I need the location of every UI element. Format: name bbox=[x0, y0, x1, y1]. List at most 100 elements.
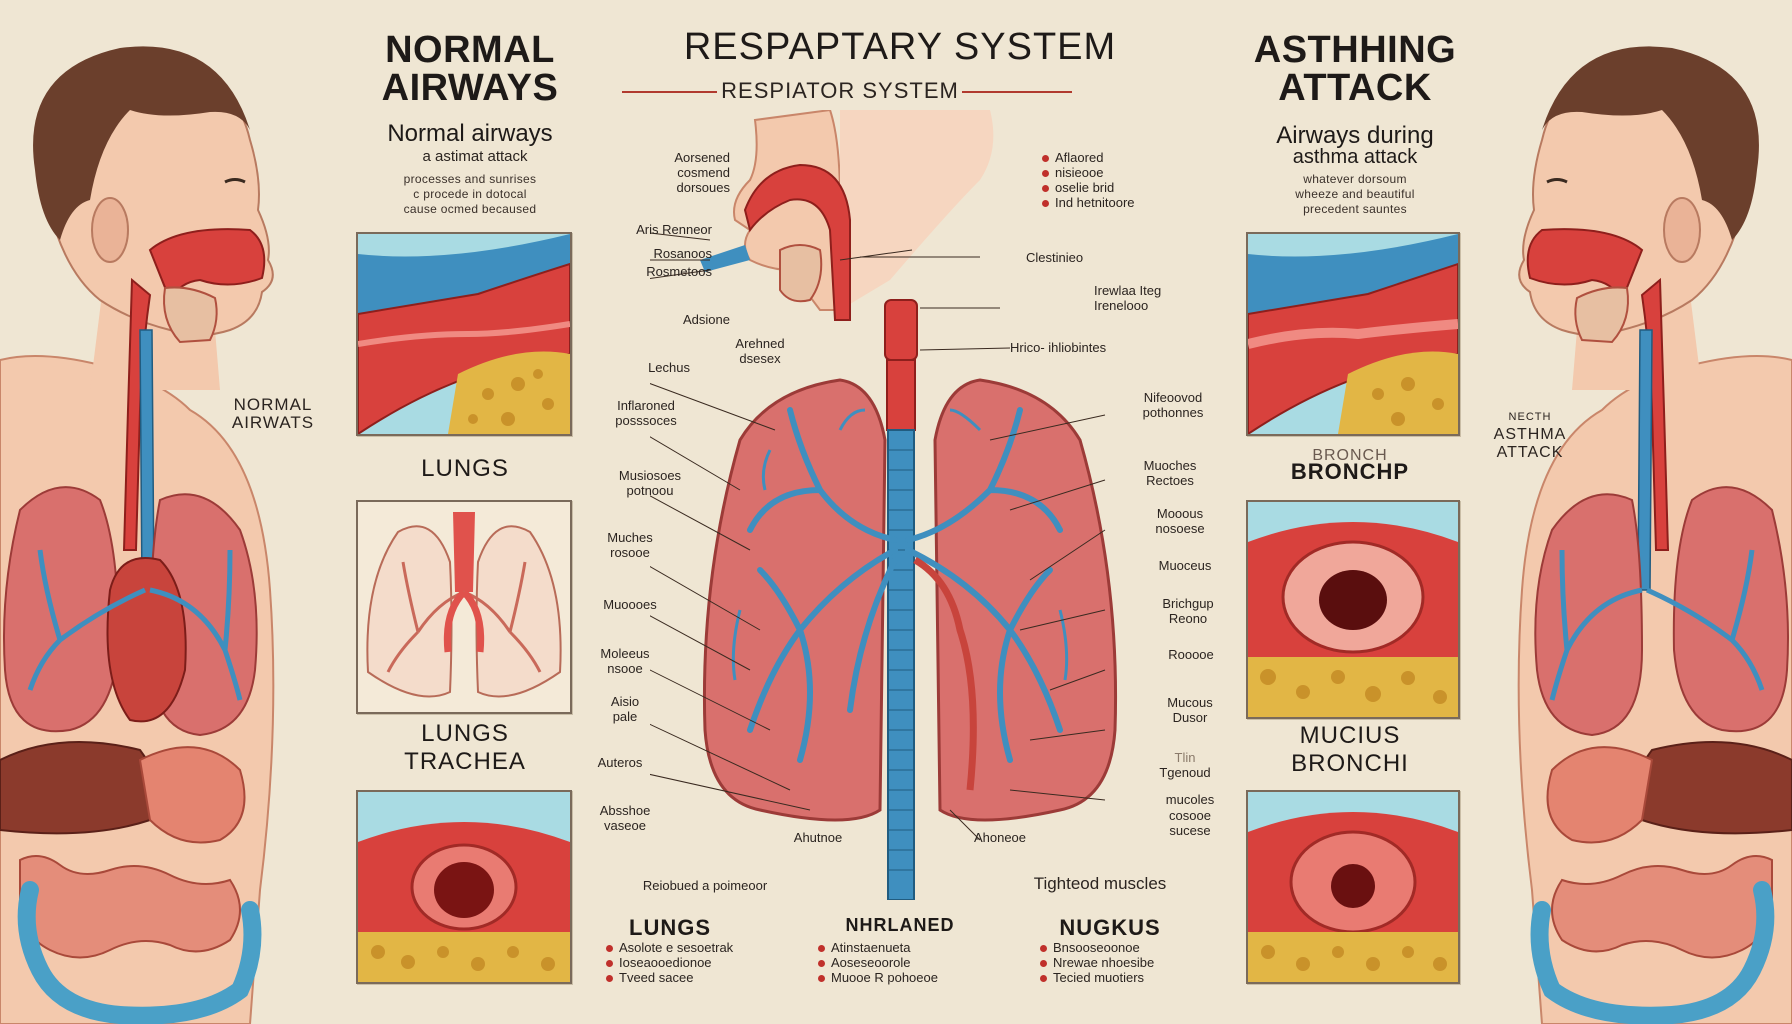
right-tiny-line: precedent sauntes bbox=[1303, 202, 1407, 216]
right-tiny-line: wheeze and beautiful bbox=[1295, 187, 1415, 201]
bottom-col2-item: Atinstaenueta bbox=[818, 940, 998, 955]
bottom-col1-item: Asolote e sesoetrak bbox=[606, 940, 786, 955]
center-left-label: Aris Renneor bbox=[636, 222, 712, 237]
center-left-label: Rosanoos bbox=[653, 246, 712, 261]
bullet-dot bbox=[818, 960, 825, 968]
left-title-line1: NORMAL bbox=[385, 29, 555, 71]
center-right-label: Nifeoovod pothonnes bbox=[1118, 390, 1228, 420]
bottom-col3-item: Bnsooseoonoe bbox=[1040, 940, 1220, 955]
center-left-label: Absshoe vaseoe bbox=[590, 803, 660, 833]
main-title: RESPAPTARY SYSTEM bbox=[683, 26, 1117, 68]
center-right-label-text: Nifeoovod bbox=[1143, 390, 1203, 405]
bottom-col1-title: LUNGS bbox=[629, 915, 711, 940]
bullet-dot bbox=[818, 945, 825, 953]
center-left-label-text: Arehned bbox=[735, 336, 785, 351]
center-left-label-text: Muches bbox=[607, 530, 653, 545]
lungs-illustration bbox=[358, 502, 570, 712]
center-left-label: Auteros bbox=[597, 755, 643, 770]
left-panel-airway bbox=[356, 232, 572, 436]
bottom-col2-title: NHRLANED bbox=[845, 915, 955, 935]
center-right-label-text: cosooe bbox=[1169, 808, 1211, 823]
bottom-col3-item-text: Bnsooseoonoe bbox=[1053, 940, 1140, 955]
subtitle: RESPIATOR SYSTEM bbox=[721, 78, 959, 103]
inflamed-bronchus-illustration bbox=[1248, 502, 1458, 717]
bottom-col3-item: Nrewae nhoesibe bbox=[1040, 955, 1220, 970]
bottom-col3-item-text: Nrewae nhoesibe bbox=[1053, 955, 1155, 970]
airway-cross-section-illustration bbox=[358, 234, 570, 434]
left-side-label-line2: AIRWATS bbox=[231, 413, 315, 432]
center-right-label: Muoceus bbox=[1158, 558, 1212, 573]
center-right-label: Hrico- ihliobintes bbox=[1010, 340, 1107, 355]
left-side-label: NORMAL AIRWATS bbox=[228, 396, 318, 432]
center-left-label: Inflaroned posssoces bbox=[596, 398, 696, 428]
left-title-line2: AIRWAYS bbox=[381, 67, 559, 109]
left-label-lungs-2: LUNGS bbox=[421, 720, 509, 747]
center-right-label-text: Tgenoud bbox=[1159, 765, 1211, 780]
center-right-label: Ahoneoe bbox=[973, 830, 1027, 845]
bottom-col2-item-text: Atinstaenueta bbox=[831, 940, 911, 955]
bottom-col1-item: Ioseaooedionoe bbox=[606, 955, 786, 970]
center-left-label-text: Inflaroned bbox=[617, 398, 675, 413]
center-right-label-text: Aflaored bbox=[1042, 150, 1192, 165]
bullet-dot bbox=[1042, 155, 1049, 163]
subtitle-rule-right bbox=[962, 91, 1072, 93]
right-label-bronch-1: BRONCH bbox=[1312, 447, 1388, 464]
bullet-dot bbox=[818, 975, 825, 983]
center-right-label: Brichgup Reono bbox=[1148, 596, 1228, 626]
center-left-label-text: Absshoe bbox=[599, 803, 651, 818]
center-right-label-text: Dusor bbox=[1172, 710, 1208, 725]
bottom-col3-item-text: Tecied muotiers bbox=[1053, 970, 1145, 985]
center-left-label-text: pale bbox=[612, 709, 638, 724]
right-panel-bronchus-inflamed bbox=[1246, 500, 1460, 719]
asthma-airway-illustration bbox=[1248, 234, 1458, 434]
right-side-label-line3: ATTACK bbox=[1496, 444, 1564, 461]
center-left-label: Muches rosooe bbox=[590, 530, 670, 560]
center-right-label-text: sucese bbox=[1169, 823, 1211, 838]
center-right-label-text: Tlin bbox=[1174, 750, 1196, 765]
center-right-label-text: Muoches bbox=[1143, 458, 1197, 473]
right-panel-airway bbox=[1246, 232, 1460, 436]
center-right-label-text: Mooous bbox=[1156, 506, 1204, 521]
center-left-label: Muoooes bbox=[603, 597, 657, 612]
left-subtitle-1: Normal airways bbox=[387, 120, 553, 147]
center-right-label: Muoches Rectoes bbox=[1130, 458, 1210, 488]
bottom-col2-item: Muooe R pohoeoe bbox=[818, 970, 998, 985]
right-label-mucus: MUCIUS BRONCHI bbox=[1260, 722, 1440, 778]
bottom-col1-item: Tveed sacee bbox=[606, 970, 786, 985]
center-right-label-text: Irenelooo bbox=[1094, 298, 1149, 313]
right-label-bronch-2: BRONCHP bbox=[1290, 459, 1410, 484]
center-left-label-text: nsooe bbox=[607, 661, 643, 676]
center-right-label-text: Ind hetnitoore bbox=[1042, 195, 1192, 210]
center-left-label: Moleeus nsooe bbox=[585, 646, 665, 676]
center-right-label: Mooous nosoese bbox=[1140, 506, 1220, 536]
center-left-label-text: Aorsened bbox=[674, 150, 730, 165]
center-right-label-text: Mucous bbox=[1167, 695, 1213, 710]
right-tiny-line: whatever dorsoum bbox=[1303, 172, 1407, 186]
center-left-label: Musiosoes potnoou bbox=[610, 468, 690, 498]
center-left-label-text: dsesex bbox=[739, 351, 781, 366]
central-respiratory-illustration bbox=[650, 110, 1118, 900]
center-left-label-text: Moleeus bbox=[600, 646, 650, 661]
bottom-col1-list: Asolote e sesoetrak Ioseaooedionoe Tveed… bbox=[606, 940, 786, 985]
right-figure-illustration bbox=[1517, 46, 1792, 1024]
bullet-dot bbox=[606, 975, 613, 983]
bottom-col3-title: NUGKUS bbox=[1059, 915, 1161, 940]
center-right-label-text: nosoese bbox=[1155, 521, 1205, 536]
left-label-lungs: LUNGS bbox=[421, 455, 509, 482]
bottom-col1-item-text: Asolote e sesoetrak bbox=[619, 940, 734, 955]
center-left-label-text: Aisio bbox=[610, 694, 640, 709]
bullet-dot bbox=[1042, 185, 1049, 193]
center-right-label: Aflaored nisieooe oselie brid Ind hetnit… bbox=[1042, 150, 1192, 210]
center-right-label: Tighteod muscles bbox=[1033, 874, 1167, 893]
left-side-label-line1: NORMAL bbox=[233, 395, 313, 414]
left-tiny-line: processes and sunrises bbox=[403, 172, 537, 186]
left-figure-illustration bbox=[0, 46, 275, 1024]
center-right-label: cosooe sucese bbox=[1150, 808, 1230, 838]
right-subtitle-2: asthma attack bbox=[1292, 146, 1418, 168]
bottom-col2-item-text: Aoseseoorole bbox=[831, 955, 911, 970]
left-panel-bronchus bbox=[356, 790, 572, 984]
right-label-bronchi: BRONCHI bbox=[1291, 750, 1409, 777]
bottom-col2-item: Aoseseoorole bbox=[818, 955, 998, 970]
center-left-label-text: vaseoe bbox=[604, 818, 646, 833]
center-left-label-text: cosmend bbox=[677, 165, 730, 180]
